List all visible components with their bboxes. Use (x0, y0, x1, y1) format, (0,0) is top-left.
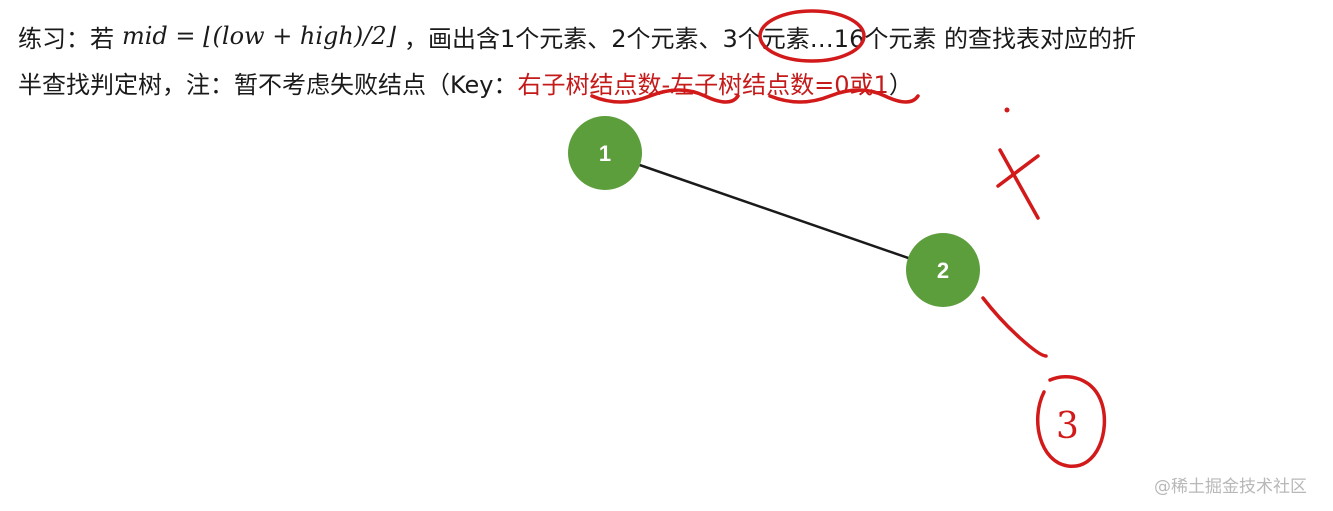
handwritten-node-circle (1036, 375, 1107, 468)
underline-annotation (768, 88, 920, 104)
circle-annotation (758, 9, 866, 63)
prompt-text: 练习：若 (18, 24, 114, 53)
cross-mark-stroke (996, 154, 1040, 188)
underline-annotation (590, 88, 740, 104)
prompt-text: 半查找判定树，注：暂不考虑失败结点（Key： (18, 70, 518, 99)
tree-node-label: 2 (937, 258, 949, 283)
tree-node-label: 1 (599, 141, 611, 166)
handwritten-edge (981, 296, 1048, 358)
mid-formula: mid = ⌊(low + high)/2⌋ (122, 22, 396, 50)
tree-node-circle (906, 233, 980, 307)
handwritten-node-label: 3 (1056, 406, 1079, 447)
cross-mark-stroke (998, 148, 1040, 220)
tree-node: 1 (568, 116, 642, 190)
tree-edge (604, 151, 944, 272)
tree-node: 2 (906, 233, 980, 307)
prompt-text: ） (888, 70, 913, 99)
watermark: @稀土掘金技术社区 (1154, 477, 1307, 497)
dot-mark (1004, 107, 1010, 113)
prompt-line-2: 半查找判定树，注：暂不考虑失败结点（Key： 右子树结点数-左子树结点数=0或1… (18, 62, 913, 102)
prompt-text: ，画出含1个元素、2个元素、 (403, 24, 723, 53)
tree-node-circle (568, 116, 642, 190)
